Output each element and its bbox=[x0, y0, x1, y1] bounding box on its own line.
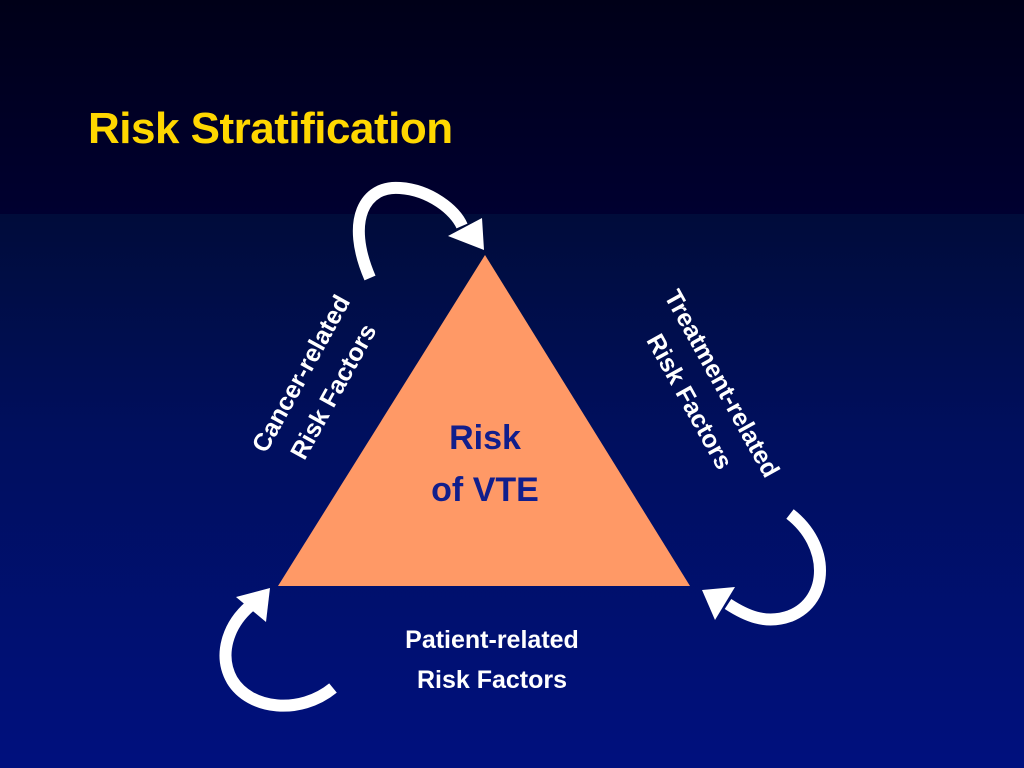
patient-related-label: Patient-related Risk Factors bbox=[362, 620, 622, 700]
center-line-2: of VTE bbox=[431, 471, 539, 509]
patient-line-1: Patient-related bbox=[405, 626, 579, 654]
patient-line-2: Risk Factors bbox=[416, 666, 568, 694]
risk-of-vte-label: Risk of VTE bbox=[385, 412, 585, 516]
slide-title: Risk Stratification bbox=[88, 104, 453, 153]
risk-triangle bbox=[278, 255, 690, 586]
top-curved-arrow-icon bbox=[352, 181, 484, 281]
left-curved-arrow-icon bbox=[219, 588, 337, 712]
center-line-1: Risk bbox=[449, 419, 521, 457]
background-top-band bbox=[0, 0, 1024, 214]
right-curved-arrow-icon bbox=[702, 509, 826, 626]
